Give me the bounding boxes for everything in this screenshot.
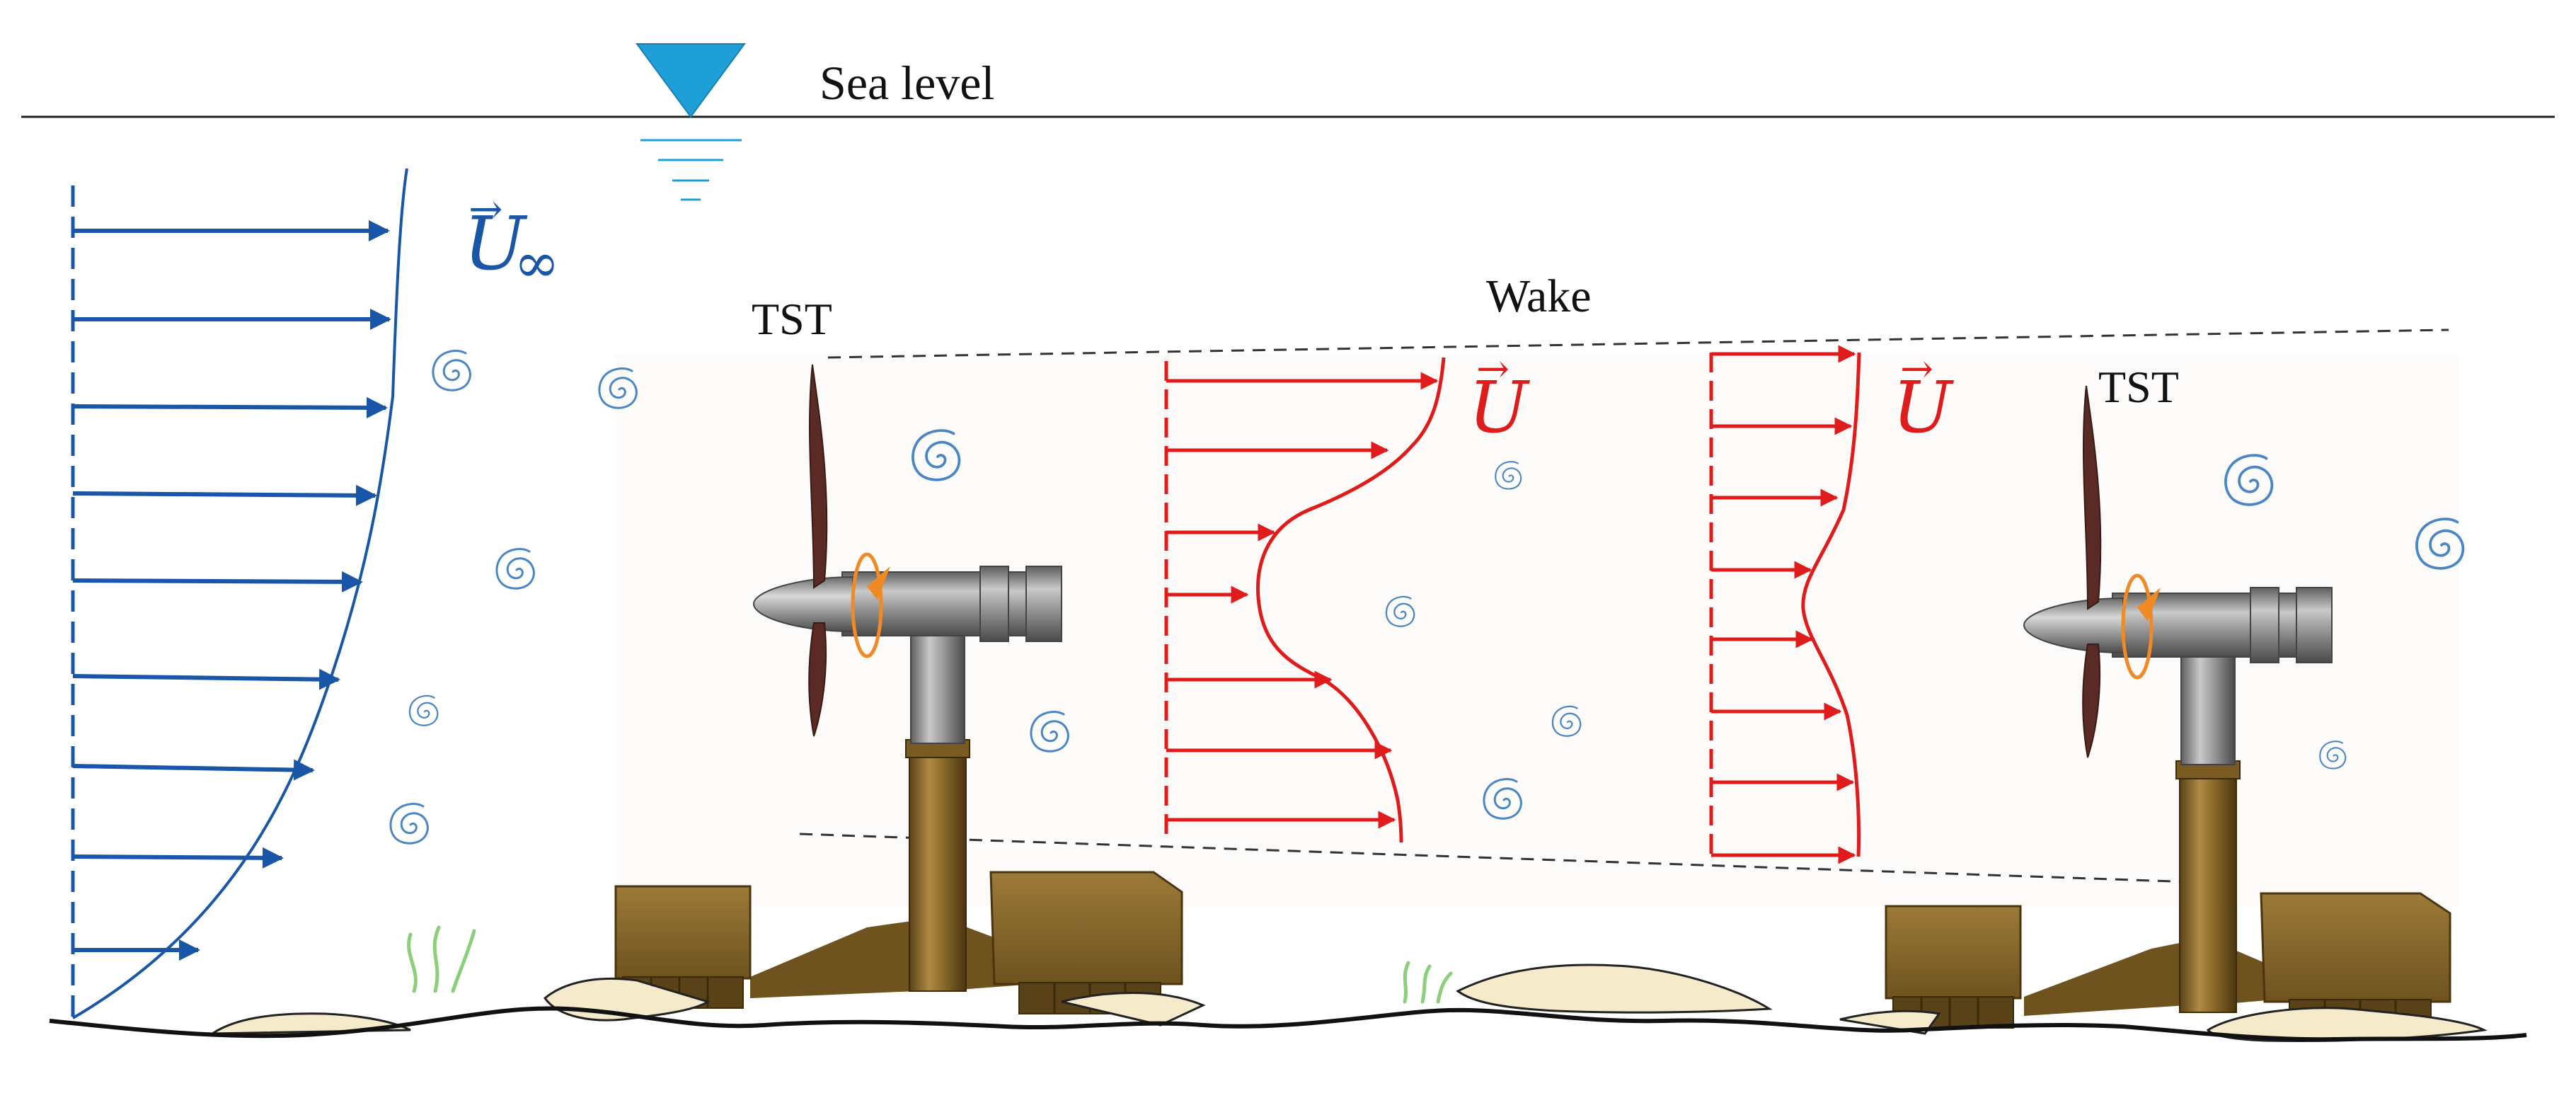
sea-level: Sea level — [21, 43, 2555, 201]
tower-upper — [2180, 640, 2236, 765]
vortex-icon — [495, 548, 535, 590]
seagrass-icon — [1403, 961, 1453, 1004]
blade-lower — [2082, 644, 2101, 758]
inflow-arrow — [72, 484, 377, 506]
rotation-arrow-icon — [851, 552, 890, 658]
u-infinity-symbol: → U ∞ — [464, 185, 560, 295]
base-support-left — [750, 920, 916, 998]
tower-lower — [909, 739, 967, 992]
wake2-arrows — [1711, 345, 1856, 864]
inflow-arrow — [72, 668, 340, 690]
blade-upper — [2083, 385, 2102, 610]
wake1-profile-curve — [1256, 357, 1446, 843]
inflow-arrow — [72, 847, 284, 869]
ballast-box-left — [614, 885, 752, 980]
blade-lower — [808, 622, 827, 737]
tower-upper — [910, 619, 965, 744]
seabed-line — [49, 1006, 2527, 1042]
u-wake1-symbol: → U — [1468, 346, 1531, 449]
tower-lower — [2179, 760, 2237, 1013]
sand-mound — [1061, 992, 1206, 1026]
sand-mound — [208, 1012, 411, 1035]
sea-level-label: Sea level — [820, 56, 994, 110]
wake-velocity-profile-2: → U — [1709, 345, 1955, 864]
inflow-arrow — [72, 396, 388, 418]
u-wake1-letter: U — [1468, 366, 1531, 449]
wake-velocity-profile-1: → U — [1164, 346, 1531, 843]
u-infinity-arrow: → — [468, 185, 503, 233]
u-infinity-letter: U — [464, 200, 528, 287]
ballast-box-right — [989, 871, 1183, 985]
u-wake2-letter: U — [1892, 366, 1955, 449]
vortex-icon — [389, 803, 429, 845]
inflow-arrows — [72, 220, 391, 961]
blade-upper — [809, 364, 828, 589]
sand-mound — [2206, 1007, 2488, 1042]
inflow-arrow — [72, 571, 363, 593]
vortex-icon — [408, 694, 439, 726]
vortex-icon — [432, 350, 471, 391]
u-wake2-arrow: → — [1900, 346, 1933, 392]
wake1-arrows — [1166, 372, 1439, 829]
inflow-profile-curve — [71, 168, 408, 1019]
sea-level-marker-icon — [636, 43, 746, 201]
base-support-left — [2024, 942, 2187, 1016]
rotation-arrow-icon — [2121, 573, 2161, 680]
tst-left-label: TST — [752, 294, 832, 344]
ballast-box-right — [2260, 892, 2451, 1003]
seabed — [49, 925, 2527, 1042]
tst-right-label: TST — [2098, 362, 2179, 412]
ballast-box-left — [1885, 905, 2022, 1000]
wake-label: Wake — [1486, 270, 1592, 322]
wake-upper-boundary — [827, 328, 2449, 359]
wake2-profile-curve — [1801, 352, 1861, 857]
seagrass-icon — [407, 925, 476, 993]
inflow-arrow — [72, 759, 315, 781]
inflow-velocity-profile: → U ∞ — [71, 168, 560, 1019]
u-wake2-symbol: → U — [1892, 346, 1955, 449]
u-wake1-arrow: → — [1476, 346, 1510, 392]
u-infinity-subscript: ∞ — [514, 231, 560, 295]
sand-mound — [1456, 963, 1773, 1014]
